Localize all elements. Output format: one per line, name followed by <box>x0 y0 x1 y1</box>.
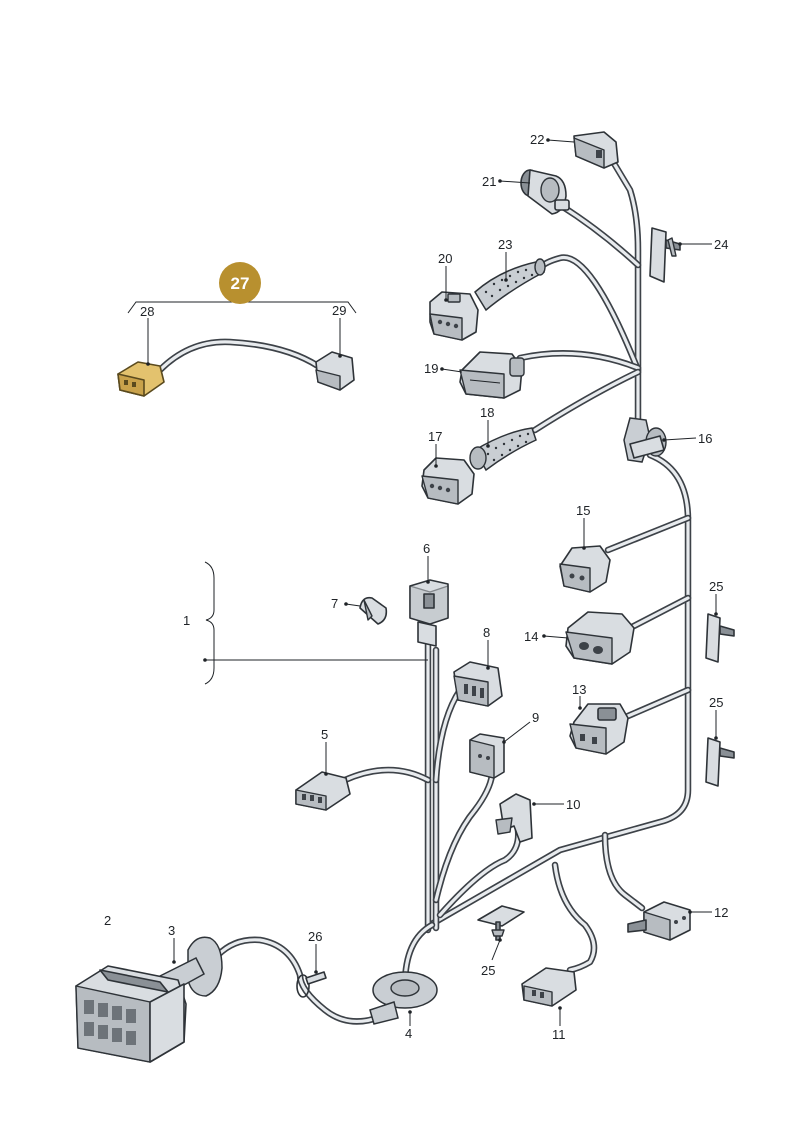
callout-1: 1 <box>183 613 190 628</box>
connector-14 <box>565 611 635 665</box>
clip-25-center <box>477 905 525 941</box>
callout-22: 22 <box>530 132 544 147</box>
callout-23: 23 <box>498 237 512 252</box>
part-27-badge <box>219 262 261 304</box>
connector-28 <box>117 361 165 397</box>
connector-5 <box>295 771 351 811</box>
cable-tie-26 <box>296 971 327 998</box>
callout-20: 20 <box>438 251 452 266</box>
callout-14: 14 <box>524 629 538 644</box>
bracket-1 <box>204 561 215 685</box>
connector-21 <box>520 169 570 215</box>
sleeve-18 <box>469 427 537 472</box>
callout-13: 13 <box>572 682 586 697</box>
leader-lines <box>147 139 717 1026</box>
callout-labels: 1 2 3 4 5 6 7 8 9 10 11 12 13 14 15 16 1… <box>104 132 728 1042</box>
connector-13 <box>569 703 629 755</box>
callout-4: 4 <box>405 1026 412 1041</box>
leader-dots <box>146 138 718 1014</box>
connector-15 <box>559 545 611 593</box>
callout-28: 28 <box>140 304 154 319</box>
clip-25-lower <box>705 737 735 787</box>
callout-16: 16 <box>698 431 712 446</box>
connector-11 <box>521 967 577 1007</box>
callout-9: 9 <box>532 710 539 725</box>
clip-7 <box>359 596 388 625</box>
clip-25-upper <box>705 613 735 663</box>
callout-3: 3 <box>168 923 175 938</box>
connector-12 <box>627 901 691 941</box>
connector-8 <box>453 661 503 707</box>
callout-10: 10 <box>566 797 580 812</box>
callout-18: 18 <box>480 405 494 420</box>
callout-19: 19 <box>424 361 438 376</box>
harness-wires <box>156 156 692 1025</box>
callout-25-lower: 25 <box>709 695 723 710</box>
callout-2: 2 <box>104 913 111 928</box>
connector-29 <box>315 351 355 391</box>
grommet-16 <box>623 417 667 463</box>
callout-29: 29 <box>332 303 346 318</box>
callout-25-upper: 25 <box>709 579 723 594</box>
callout-12: 12 <box>714 905 728 920</box>
callout-7: 7 <box>331 596 338 611</box>
callout-5: 5 <box>321 727 328 742</box>
callout-26: 26 <box>308 929 322 944</box>
connector-17 <box>421 457 475 505</box>
callout-15: 15 <box>576 503 590 518</box>
callout-25-center: 25 <box>481 963 495 978</box>
callout-21: 21 <box>482 174 496 189</box>
clip-24 <box>649 227 681 283</box>
grommet-4 <box>369 971 438 1025</box>
connector-9 <box>469 733 505 779</box>
connector-19 <box>459 351 525 399</box>
callout-24: 24 <box>714 237 728 252</box>
clip-10 <box>495 793 533 843</box>
connector-6 <box>409 579 449 647</box>
callout-17: 17 <box>428 429 442 444</box>
callout-11: 11 <box>552 1027 566 1042</box>
connector-2 <box>75 965 187 1063</box>
connector-22 <box>573 131 619 169</box>
sleeve-23 <box>474 258 546 312</box>
callout-6: 6 <box>423 541 430 556</box>
part-27-badge-label: 27 <box>231 274 250 293</box>
callout-8: 8 <box>483 625 490 640</box>
connector-20 <box>429 291 479 341</box>
